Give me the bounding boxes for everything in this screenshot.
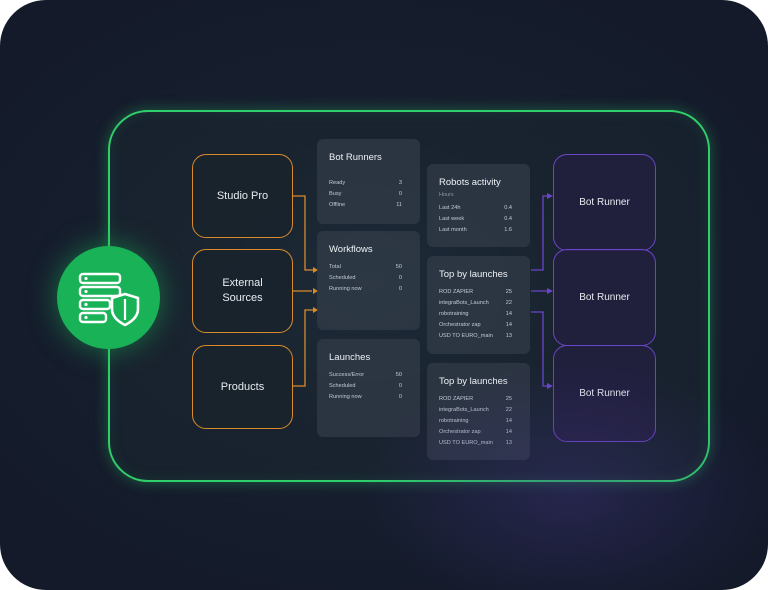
table-row: USD TO EURO_main 13 xyxy=(439,330,518,341)
server-shield-icon xyxy=(78,272,139,326)
row-value: 22 xyxy=(505,299,512,306)
table-row: ROD ZAPIER 25 xyxy=(439,286,518,297)
table-row: Ready 3 xyxy=(329,177,408,188)
table-row: robotraining 14 xyxy=(439,415,518,426)
robots-activity-panel: Robots activity Hours Last 24h 0.4 Last w… xyxy=(427,164,530,247)
row-value: 50 xyxy=(395,371,402,378)
table-row: Offline 11 xyxy=(329,199,408,210)
row-value: 13 xyxy=(505,439,512,446)
row-label: Busy xyxy=(329,190,342,197)
table-row: Busy 0 xyxy=(329,188,408,199)
panel-title: Robots activity xyxy=(439,177,501,188)
row-value: 14 xyxy=(505,310,512,317)
row-value: 0.4 xyxy=(504,204,512,211)
row-value: 13 xyxy=(505,332,512,339)
row-label: Last week xyxy=(439,215,465,222)
row-value: 1.6 xyxy=(504,226,512,233)
panel-title: Bot Runners xyxy=(329,152,382,163)
row-value: 0 xyxy=(398,382,402,389)
row-label: Orchestrator zap xyxy=(439,321,481,328)
panel-title: Launches xyxy=(329,352,371,363)
top-launches-panel: Top by launches ROD ZAPIER 25 integraBots… xyxy=(427,363,530,460)
table-row: USD TO EURO_main 13 xyxy=(439,437,518,448)
row-label: integraBots_Launch xyxy=(439,406,489,413)
row-label: ROD ZAPIER xyxy=(439,395,474,402)
row-value: 25 xyxy=(505,395,512,402)
row-label: Ready xyxy=(329,179,346,186)
row-label: robotraining xyxy=(439,310,469,317)
row-value: 3 xyxy=(398,179,402,186)
row-label: robotraining xyxy=(439,417,469,424)
runner-label: Bot Runner xyxy=(579,197,630,208)
panel-title: Top by launches xyxy=(439,376,508,387)
table-row: ROD ZAPIER 25 xyxy=(439,393,518,404)
source-label: Studio Pro xyxy=(216,189,269,202)
table-row: Orchestrator zap 14 xyxy=(439,426,518,437)
panel-title: Top by launches xyxy=(439,269,508,280)
row-label: Scheduled xyxy=(329,382,356,389)
launches-panel: Launches Success/Error 50 Scheduled 0 Runn… xyxy=(317,339,420,437)
bot-runners-panel: Bot Runners Ready 3 Busy 0 Offline 11 xyxy=(317,139,420,224)
table-row: Running now 0 xyxy=(329,391,408,402)
table-row: Running now 0 xyxy=(329,283,408,294)
row-label: Scheduled xyxy=(329,274,356,281)
table-row: Last month 1.6 xyxy=(439,224,518,235)
bot-runner-node[interactable]: Bot Runner xyxy=(553,154,656,251)
row-value: 22 xyxy=(505,406,512,413)
row-label: Total xyxy=(329,263,341,270)
row-label: integraBots_Launch xyxy=(439,299,489,306)
row-label: Success/Error xyxy=(329,371,365,378)
source-external-sources[interactable]: External Sources xyxy=(192,249,293,333)
row-label: Last month xyxy=(439,226,467,233)
row-value: 0 xyxy=(398,190,402,197)
row-value: 14 xyxy=(505,428,512,435)
row-value: 0 xyxy=(398,393,402,400)
panel-title: Workflows xyxy=(329,244,373,255)
table-row: Success/Error 50 xyxy=(329,369,408,380)
row-value: 11 xyxy=(396,201,402,208)
source-studio-pro[interactable]: Studio Pro xyxy=(192,154,293,238)
row-label: Running now xyxy=(329,285,362,292)
table-row: Last week 0.4 xyxy=(439,213,518,224)
source-label: Products xyxy=(220,380,265,393)
row-label: USD TO EURO_main xyxy=(439,332,493,339)
bot-runner-node[interactable]: Bot Runner xyxy=(553,345,656,442)
runner-label: Bot Runner xyxy=(579,388,630,399)
panel-subtitle: Hours xyxy=(439,192,454,198)
row-value: 50 xyxy=(395,263,402,270)
table-row: Orchestrator zap 14 xyxy=(439,319,518,330)
row-value: 14 xyxy=(505,321,512,328)
workflows-panel: Workflows Total 50 Scheduled 0 Running now… xyxy=(317,231,420,330)
bot-runner-node[interactable]: Bot Runner xyxy=(553,249,656,346)
table-row: Scheduled 0 xyxy=(329,272,408,283)
row-value: 14 xyxy=(505,417,512,424)
runner-label: Bot Runner xyxy=(579,292,630,303)
security-hub xyxy=(57,246,160,349)
row-value: 25 xyxy=(505,288,512,295)
table-row: integraBots_Launch 22 xyxy=(439,297,518,308)
table-row: Scheduled 0 xyxy=(329,380,408,391)
source-products[interactable]: Products xyxy=(192,345,293,429)
row-value: 0 xyxy=(398,274,402,281)
row-value: 0.4 xyxy=(504,215,512,222)
table-row: Last 24h 0.4 xyxy=(439,202,518,213)
top-launches-panel: Top by launches ROD ZAPIER 25 integraBots… xyxy=(427,256,530,354)
row-value: 0 xyxy=(398,285,402,292)
row-label: Offline xyxy=(329,201,346,208)
table-row: robotraining 14 xyxy=(439,308,518,319)
row-label: Last 24h xyxy=(439,204,461,211)
row-label: ROD ZAPIER xyxy=(439,288,474,295)
table-row: Total 50 xyxy=(329,261,408,272)
table-row: integraBots_Launch 22 xyxy=(439,404,518,415)
source-label: External Sources xyxy=(222,277,263,304)
row-label: USD TO EURO_main xyxy=(439,439,493,446)
row-label: Orchestrator zap xyxy=(439,428,481,435)
row-label: Running now xyxy=(329,393,362,400)
